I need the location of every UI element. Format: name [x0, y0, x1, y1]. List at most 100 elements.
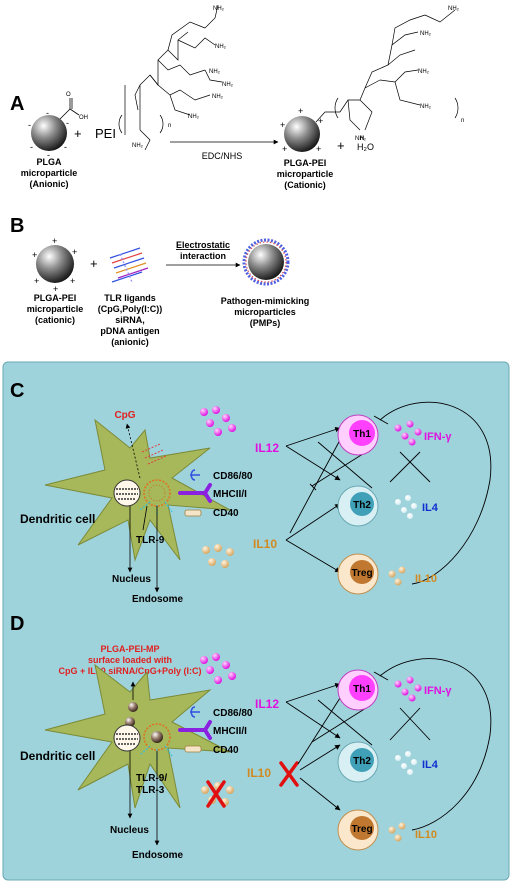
pei-structure [118, 4, 223, 151]
network-c [285, 401, 492, 585]
product-nh2-4: NH₂ [420, 104, 432, 110]
ligands-line1: TLR ligands [104, 293, 156, 303]
svg-text:+: + [298, 106, 303, 116]
ifn-label-c: IFN-γ [424, 431, 452, 443]
pei-nh2-1: NH₂ [213, 6, 225, 12]
pei-label: PEI [95, 126, 116, 141]
panel-d-letter: D [10, 613, 24, 635]
il4-label-d: IL4 [422, 759, 439, 771]
il10-out-dots-c [388, 566, 406, 586]
cpg-arrow [125, 423, 141, 479]
endosome-label-d: Endosome [132, 850, 184, 861]
b-particle-label-line2: microparticle [27, 304, 84, 314]
ifn-dots-c [394, 420, 422, 446]
mhc-label-c: MHCII/I [213, 489, 247, 500]
ifn-dots-d [394, 676, 422, 702]
il4-dots-c [395, 495, 417, 519]
ligands-line3: siRNA, [115, 315, 145, 325]
cd40-label-c: CD40 [213, 508, 239, 519]
negative-charge-marks: -- -- -- [28, 108, 69, 160]
mp-label-line2: surface loaded with [88, 655, 172, 665]
pei-n-sub: n [168, 123, 171, 129]
nucleus-label-c: Nucleus [112, 574, 151, 585]
il4-dots-d [395, 751, 417, 775]
svg-text:-: - [30, 142, 33, 152]
positive-charge-marks-a: ++ ++ + [280, 106, 323, 154]
treg-label-d: Treg [351, 824, 372, 835]
svg-text:-: - [28, 120, 31, 130]
pmp-particle [242, 238, 290, 286]
th1-cell-c [337, 414, 379, 456]
plus-sign-b: + [90, 256, 98, 271]
treg-cell-c [337, 553, 379, 595]
svg-text:+: + [282, 144, 287, 154]
treg-cell-d [337, 809, 379, 851]
product-nh2-1: NH₂ [448, 6, 460, 12]
tlr-arrow-c [142, 505, 148, 531]
carboxyl-o: O [66, 92, 71, 98]
edc-nhs-label: EDC/NHS [202, 151, 243, 161]
plus-sign-a1: + [74, 126, 82, 141]
panel-c-letter: C [10, 380, 24, 402]
mhc-label-d: MHCII/I [213, 726, 247, 737]
microparticle-top-d [128, 702, 138, 712]
pei-nh2-7: NH₂ [132, 143, 144, 149]
plga-pei-particle-cationic [284, 116, 320, 152]
cd86-receptor-c [190, 469, 200, 481]
panel-b: B ++ ++ ++ PLGA-PEI microparticle (catio… [10, 215, 309, 347]
mp-label-line1: PLGA-PEI-MP [100, 644, 159, 654]
th1-label-d: Th1 [353, 684, 371, 695]
pmp-label-line1: Pathogen-mimicking [221, 296, 310, 306]
tlr-label-d-1: TLR-9/ [136, 773, 167, 784]
svg-text:+: + [316, 144, 321, 154]
il12-label-c: IL12 [255, 441, 279, 455]
cd40-receptor-c [184, 509, 202, 517]
nucleus-d [113, 724, 141, 752]
network-d [285, 658, 492, 831]
svg-text:+: + [53, 284, 58, 294]
cd86-receptor-d [190, 706, 200, 718]
pmp-label-line3: (PMPs) [250, 318, 281, 328]
svg-text:-: - [66, 118, 69, 128]
svg-text:+: + [72, 247, 77, 257]
pmp-label-line2: microparticles [234, 307, 296, 317]
svg-text:+: + [52, 236, 57, 246]
cd86-label-c: CD86/80 [213, 471, 253, 482]
pei-amine-labels: NH₂ NH₂ NH₂ NH₂ NH₂ NH₂ NH₂ n [132, 6, 234, 149]
il10-dots-c [202, 544, 234, 568]
il12-dots-d [200, 653, 236, 684]
ifn-label-d: IFN-γ [424, 685, 452, 697]
il10-out-dots-d [388, 822, 406, 842]
electrostatic-label-line1: Electrostatic [176, 240, 230, 250]
product-nh2-5: NH₂ [355, 136, 367, 142]
il10-blocked-x-network [279, 761, 299, 787]
panel-a: A -- -- -- O OH PLGA microparticle (Anio… [10, 4, 464, 190]
dendritic-cell-label-d: Dendritic cell [20, 749, 95, 763]
il10-out-label-d: IL10 [415, 829, 437, 841]
nucleus-c [113, 479, 141, 507]
nucleus-label-d: Nucleus [110, 825, 149, 836]
product-nh2-2: NH₂ [420, 31, 432, 37]
svg-text:-: - [47, 150, 50, 160]
plga-label-line1: PLGA [36, 157, 62, 167]
th2-label-c: Th2 [353, 500, 371, 511]
il10-blocked-x-dc [206, 780, 226, 808]
svg-text:+: + [32, 250, 37, 260]
svg-text:+: + [70, 276, 75, 286]
mhc-receptor-c [178, 483, 212, 503]
panel-d: D PLGA-PEI-MP surface loaded with CpG + … [10, 613, 492, 861]
mhc-receptor-d [178, 720, 212, 740]
svg-text:-: - [46, 108, 49, 118]
cd40-label-d: CD40 [213, 745, 239, 756]
svg-text:+: + [34, 276, 39, 286]
il10-label-c: IL10 [253, 537, 277, 551]
th2-cell-c [337, 485, 379, 527]
svg-text:+: + [280, 120, 285, 130]
product-nh-1: N [360, 136, 364, 142]
b-particle-label-line3: (cationic) [35, 315, 75, 325]
electrostatic-label-line2: interaction [180, 251, 226, 261]
cpg-label: CpG [114, 410, 135, 421]
treg-label-c: Treg [351, 568, 372, 579]
cd40-receptor-d [184, 745, 202, 753]
pei-nh2-4: NH₂ [222, 82, 234, 88]
